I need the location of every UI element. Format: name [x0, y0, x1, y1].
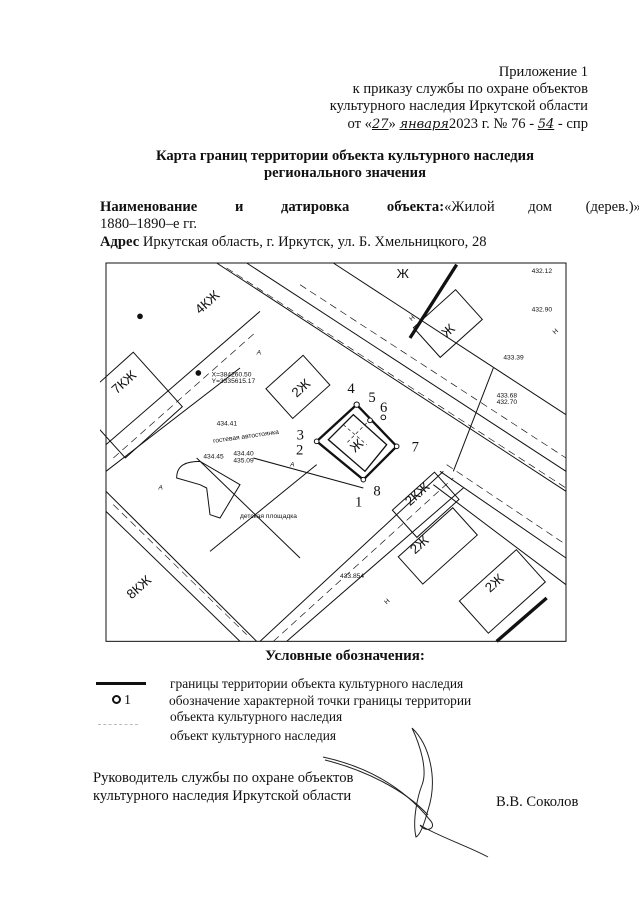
legend-title: Условные обозначения: — [265, 648, 425, 664]
elevation-mark: 433.68 — [497, 392, 518, 399]
object-name-line: Наименование и датировка объекта: «Жилой… — [100, 199, 639, 216]
building-label: 8КЖ — [124, 572, 155, 602]
signatory-position: культурного наследия Иркутской области — [93, 788, 352, 804]
building-label: 2КЖ — [402, 479, 433, 509]
order-day: 27 — [371, 117, 389, 132]
point-label: 7 — [412, 439, 419, 455]
object-dating: 1880–1890–е гг. — [100, 216, 198, 232]
order-date-line: от «27» января2023 г. № 76 - 54 - спр — [348, 116, 588, 133]
page-subtitle: регионального значения — [264, 165, 426, 181]
point-circle-icon — [112, 695, 121, 704]
object-address: Адрес Иркутская область, г. Иркутск, ул.… — [100, 234, 487, 251]
elevation-mark: 432.70 — [497, 399, 518, 406]
address-label: Адрес — [100, 234, 140, 250]
point-label: 2 — [296, 443, 303, 459]
building-label: 2Ж — [482, 570, 507, 595]
signatory-name: В.В. Соколов — [496, 794, 579, 810]
order-ref-line: культурного наследия Иркутской области — [329, 98, 588, 114]
elevation-mark: 434.40 — [233, 451, 254, 458]
building-label: Н — [383, 598, 391, 607]
building-label: 2Ж — [407, 532, 432, 557]
order-number: 54 — [537, 117, 555, 132]
address-value: Иркутская область, г. Иркутск, ул. Б. Хм… — [142, 234, 487, 250]
area-label: А — [289, 461, 295, 468]
coordinate-note: X=384260.50 — [212, 371, 252, 378]
text: 2023 г. № 76 - — [448, 116, 538, 132]
building-label: 2Ж — [289, 375, 314, 400]
building-label: 7КЖ — [109, 367, 140, 397]
text: » — [388, 116, 400, 132]
point-label: 1 — [355, 494, 362, 510]
object-name-value: «Жилой дом (дерев.)», — [444, 199, 639, 215]
point-label: 8 — [373, 483, 380, 499]
object-name-label: Наименование и датировка объекта: — [100, 199, 445, 215]
point-label: 5 — [368, 390, 375, 406]
coordinate-note: Y=3335615.17 — [212, 378, 256, 385]
parking-label: гостевая автостоянка — [213, 429, 280, 445]
elevation-mark: 434.45 — [203, 454, 224, 461]
area-label: А — [256, 350, 262, 357]
order-ref-line: к приказу службы по охране объектов — [352, 81, 588, 97]
elevation-mark: 433.39 — [503, 355, 524, 362]
text: - спр — [554, 116, 588, 132]
legend-text: границы территории объекта культурного н… — [170, 676, 464, 691]
legend-text: объект культурного наследия — [170, 728, 337, 743]
page-title: Карта границ территории объекта культурн… — [155, 148, 534, 164]
building-label: Ж — [439, 320, 459, 340]
building-label: Ж — [347, 435, 367, 455]
appendix-label: Приложение 1 — [498, 64, 588, 80]
order-month: января — [399, 117, 449, 132]
point-symbol: 1 — [112, 692, 131, 709]
text: от « — [347, 116, 372, 132]
building-label: Н — [408, 314, 416, 323]
object-dashed-symbol — [98, 724, 138, 725]
signatory-position: Руководитель службы по охране объектов — [93, 770, 354, 786]
legend-text: обозначение характерной точки границы те… — [169, 693, 472, 708]
area-label: А — [157, 485, 163, 492]
boundary-line-symbol — [96, 682, 146, 685]
point-label: 6 — [380, 400, 387, 416]
building-label: Ж — [397, 266, 410, 281]
point-symbol-label: 1 — [124, 693, 131, 708]
territory-map: 1 2 3 4 5 6 7 8 4КЖ 7КЖ 2Ж Ж 2КЖ 2Ж 8КЖ … — [100, 262, 567, 643]
legend-text: объекта культурного наследия — [170, 709, 343, 724]
elevation-mark: 434.41 — [217, 421, 238, 428]
elevation-mark: 432.90 — [532, 306, 553, 313]
point-label: 4 — [347, 381, 355, 397]
handwritten-signature — [322, 727, 489, 858]
elevation-mark: 432.12 — [532, 268, 553, 275]
elevation-mark: 435.09 — [233, 457, 254, 464]
elevation-mark: 433.854 — [340, 573, 364, 580]
point-label: 3 — [297, 428, 304, 444]
playground-label: детская площадка — [240, 513, 297, 520]
building-label: Н — [552, 328, 560, 337]
building-label: 4КЖ — [192, 287, 223, 317]
